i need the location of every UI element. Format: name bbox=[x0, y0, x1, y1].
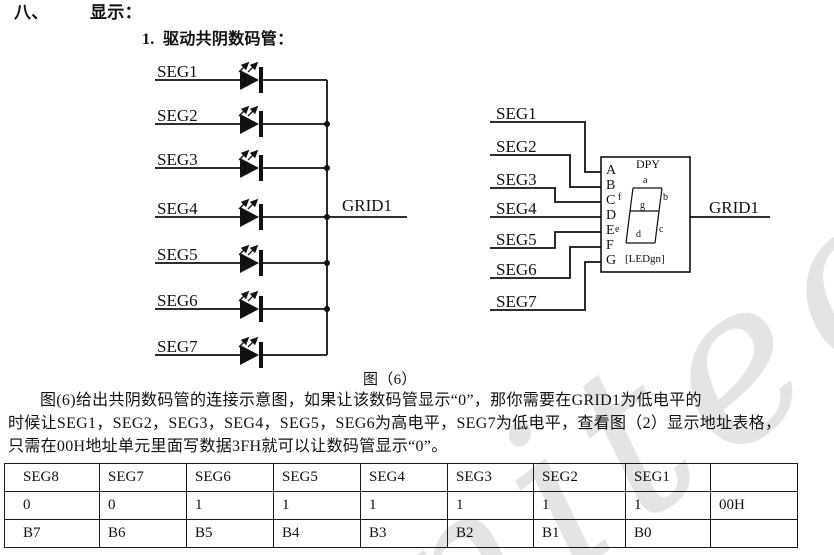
table-header-row: SEG8 SEG7 SEG6 SEG5 SEG4 SEG3 SEG2 SEG1 bbox=[4, 463, 798, 492]
segment-b-label: b bbox=[663, 192, 668, 203]
paragraph-line-1: 图(6)给出共阴数码管的连接示意图，如果让该数码管显示“0”，那你需要在GRID… bbox=[40, 392, 702, 409]
table-cell: B5 bbox=[186, 519, 274, 548]
pin-b-label: B bbox=[606, 178, 616, 193]
table-header-cell bbox=[710, 463, 798, 492]
table-cell: 1 bbox=[533, 491, 626, 520]
table-row: 0 0 1 1 1 1 1 1 00H bbox=[4, 491, 798, 520]
table-cell: B1 bbox=[533, 519, 626, 548]
led-icon bbox=[238, 336, 263, 368]
pin-d-label: D bbox=[606, 208, 617, 223]
table-cell bbox=[710, 519, 798, 548]
section-title: 显示： bbox=[90, 3, 142, 22]
right-circuit-wires bbox=[490, 121, 770, 311]
table-cell: B4 bbox=[273, 519, 361, 548]
left-seg3-label: SEG3 bbox=[157, 150, 198, 169]
table-cell: 1 bbox=[360, 491, 448, 520]
left-grid1-label: GRID1 bbox=[342, 196, 393, 215]
table-cell: 00H bbox=[710, 491, 798, 520]
left-seg2-label: SEG2 bbox=[157, 106, 198, 125]
table-cell: B0 bbox=[625, 519, 711, 548]
table-cell: 0 bbox=[4, 491, 100, 520]
left-seg1-label: SEG1 bbox=[157, 62, 198, 81]
figure-caption: 图（6） bbox=[363, 372, 417, 388]
junction-dots bbox=[324, 121, 330, 312]
led-icon bbox=[238, 149, 263, 181]
dpy-footer-label: [LEDgn] bbox=[625, 253, 665, 265]
led-icon bbox=[238, 198, 263, 230]
table-cell: 1 bbox=[273, 491, 361, 520]
pin-c-label: C bbox=[606, 193, 616, 208]
left-seg4-label: SEG4 bbox=[157, 199, 198, 218]
left-seg5-label: SEG5 bbox=[157, 245, 198, 264]
right-seg1-label: SEG1 bbox=[496, 104, 537, 123]
paragraph-line-3: 只需在00H地址单元里面写数据3FH就可以让数码管显示“0”。 bbox=[8, 438, 448, 455]
table-header-cell: SEG1 bbox=[625, 463, 711, 492]
table-header-cell: SEG7 bbox=[99, 463, 187, 492]
section-number: 八、 bbox=[14, 3, 49, 22]
segment-g-label: g bbox=[640, 200, 645, 211]
table-header-cell: SEG6 bbox=[186, 463, 274, 492]
segment-e-label: e bbox=[615, 224, 620, 235]
item-title: 驱动共阴数码管： bbox=[163, 31, 294, 48]
pin-a-label: A bbox=[606, 163, 617, 178]
segment-c-label: c bbox=[659, 224, 664, 235]
table-header-cell: SEG2 bbox=[533, 463, 626, 492]
right-seg7-label: SEG7 bbox=[496, 292, 537, 311]
left-seg7-label: SEG7 bbox=[157, 337, 198, 356]
right-seg2-label: SEG2 bbox=[496, 137, 537, 156]
dpy-block-outline bbox=[600, 156, 691, 273]
right-seg5-label: SEG5 bbox=[496, 230, 537, 249]
led-icon bbox=[238, 105, 263, 137]
led-icon bbox=[238, 244, 263, 276]
table-cell: B6 bbox=[99, 519, 187, 548]
led-icon bbox=[238, 61, 263, 93]
table-cell: B2 bbox=[447, 519, 534, 548]
pin-e-label: E bbox=[606, 223, 615, 238]
pin-f-label: F bbox=[606, 238, 614, 253]
table-cell: B7 bbox=[4, 519, 100, 548]
right-grid1-label: GRID1 bbox=[709, 198, 760, 217]
table-cell: 1 bbox=[447, 491, 534, 520]
segment-bit-table: SEG8 SEG7 SEG6 SEG5 SEG4 SEG3 SEG2 SEG1 … bbox=[4, 463, 798, 548]
led-icons bbox=[238, 61, 263, 368]
table-header-cell: SEG4 bbox=[360, 463, 448, 492]
pin-g-label: G bbox=[606, 253, 617, 268]
led-icon bbox=[238, 290, 263, 322]
paragraph-line-2: 时候让SEG1，SEG2，SEG3，SEG4，SEG5，SEG6为高电平，SEG… bbox=[8, 415, 782, 432]
seven-segment-glyph bbox=[625, 187, 663, 244]
table-header-cell: SEG8 bbox=[4, 463, 100, 492]
table-row: B7 B6 B5 B4 B3 B2 B1 B0 bbox=[4, 519, 798, 548]
table-header-cell: SEG3 bbox=[447, 463, 534, 492]
segment-d-label: d bbox=[636, 229, 641, 240]
dpy-title: DPY bbox=[636, 157, 661, 171]
right-seg4-label: SEG4 bbox=[496, 199, 537, 218]
table-cell: B3 bbox=[360, 519, 448, 548]
right-seg6-label: SEG6 bbox=[496, 260, 537, 279]
table-header-cell: SEG5 bbox=[273, 463, 361, 492]
table-cell: 1 bbox=[625, 491, 711, 520]
left-seg6-label: SEG6 bbox=[157, 291, 198, 310]
segment-f-label: f bbox=[618, 192, 622, 203]
segment-a-label: a bbox=[643, 175, 648, 186]
right-seg3-label: SEG3 bbox=[496, 170, 537, 189]
table-cell: 1 bbox=[186, 491, 274, 520]
item-number: 1. bbox=[142, 31, 155, 48]
table-cell: 0 bbox=[99, 491, 187, 520]
